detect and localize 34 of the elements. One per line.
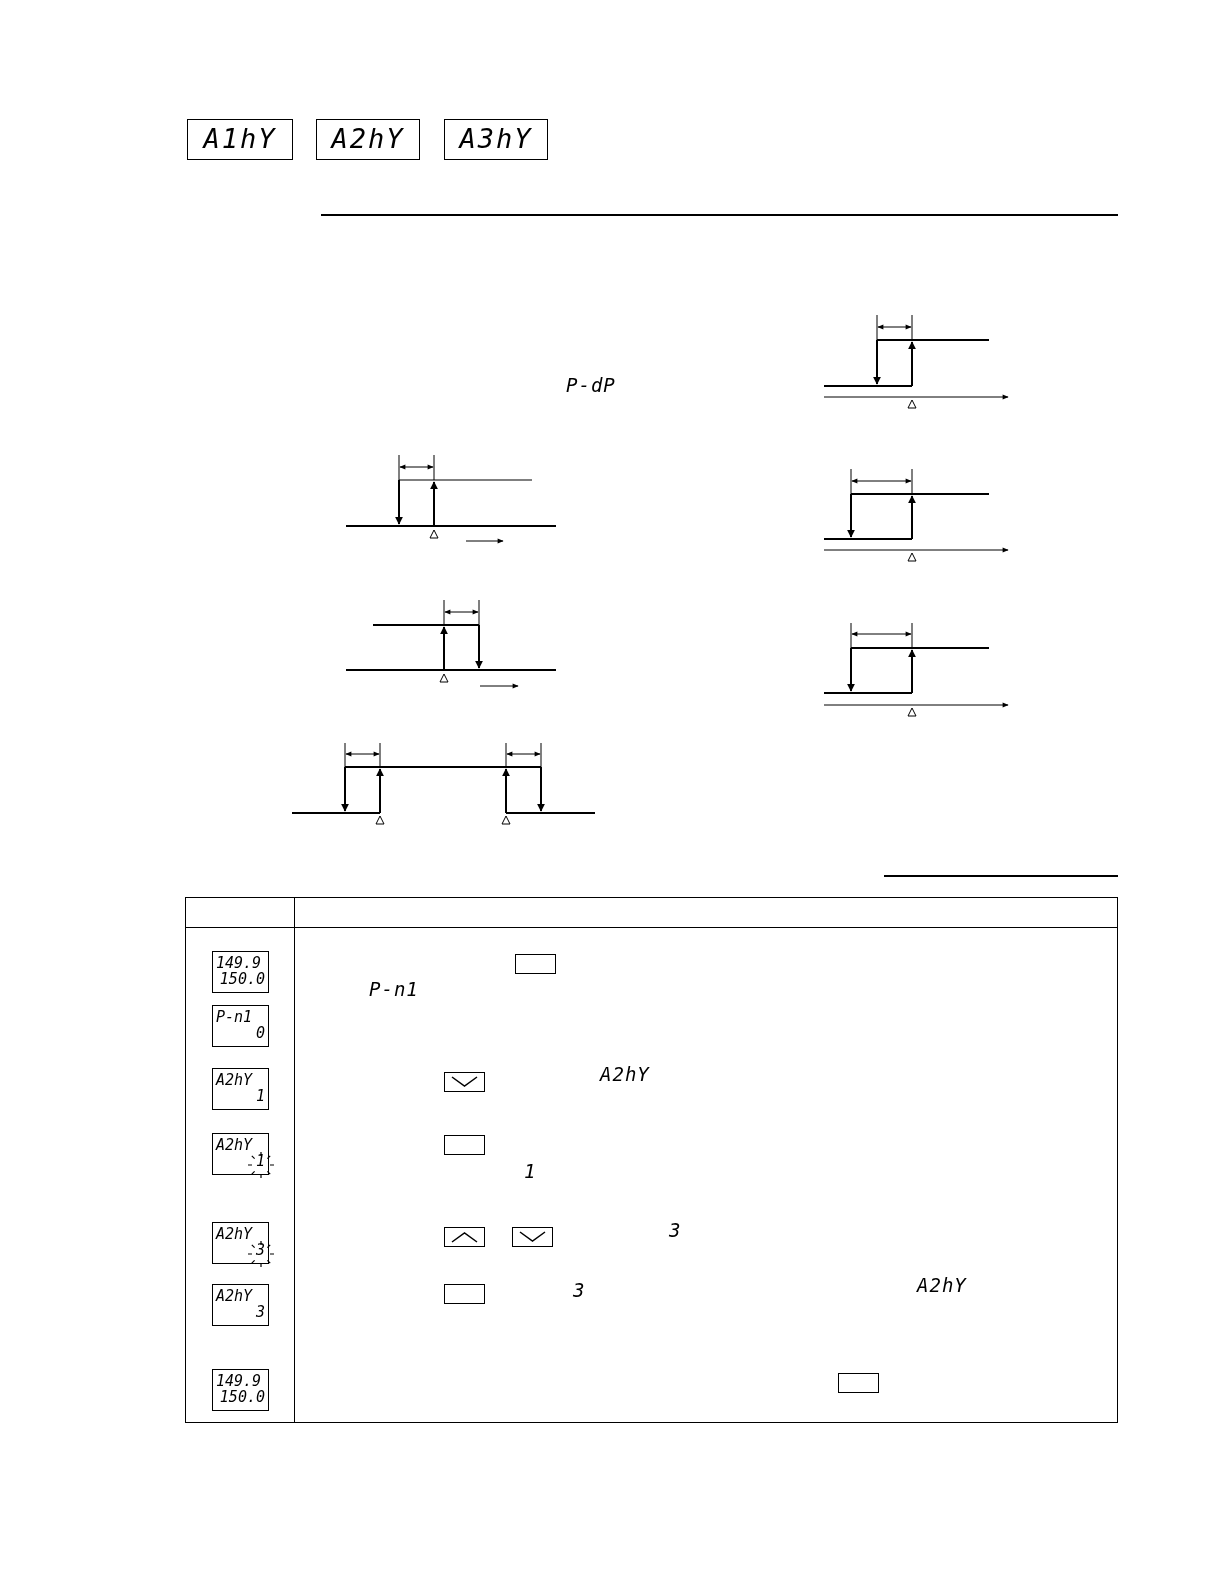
display-text: 3 bbox=[254, 1305, 265, 1321]
lcd-display bbox=[212, 951, 269, 993]
display-text: A1hY bbox=[203, 125, 277, 154]
lcd-display bbox=[212, 1068, 269, 1110]
display-text: 149.9 bbox=[216, 1374, 262, 1390]
segment-text: 3 bbox=[669, 1221, 682, 1240]
segment-text: 1 bbox=[524, 1162, 537, 1181]
display-text: A2hY bbox=[331, 125, 405, 154]
lcd-display bbox=[212, 1005, 269, 1047]
display-text: 3 bbox=[254, 1243, 265, 1259]
display-text: 1 bbox=[254, 1089, 265, 1105]
lcd-display bbox=[316, 119, 420, 160]
lcd-display bbox=[212, 1222, 269, 1264]
segment-text: 3 bbox=[573, 1281, 586, 1300]
segment-text: P-n1 bbox=[369, 980, 419, 999]
display-text: A3hY bbox=[459, 125, 533, 154]
display-text: A2hY bbox=[216, 1138, 254, 1154]
lcd-display bbox=[187, 119, 293, 160]
display-text: A2hY bbox=[216, 1073, 254, 1089]
lcd-display bbox=[444, 119, 548, 160]
segment-text: P-dP bbox=[566, 376, 616, 395]
lcd-display bbox=[212, 1369, 269, 1411]
lcd-display bbox=[212, 1284, 269, 1326]
lcd-display bbox=[212, 1133, 269, 1175]
display-text: 1 bbox=[254, 1154, 265, 1170]
display-text: A2hY bbox=[216, 1289, 254, 1305]
display-text: P-n1 bbox=[216, 1010, 254, 1026]
display-text: A2hY bbox=[216, 1227, 254, 1243]
segment-text: A2hY bbox=[600, 1065, 650, 1084]
display-text: 150.0 bbox=[218, 972, 265, 988]
segment-text: A2hY bbox=[917, 1276, 967, 1295]
display-text: 150.0 bbox=[218, 1390, 265, 1406]
display-text: 0 bbox=[254, 1026, 265, 1042]
display-text: 149.9 bbox=[216, 956, 262, 972]
